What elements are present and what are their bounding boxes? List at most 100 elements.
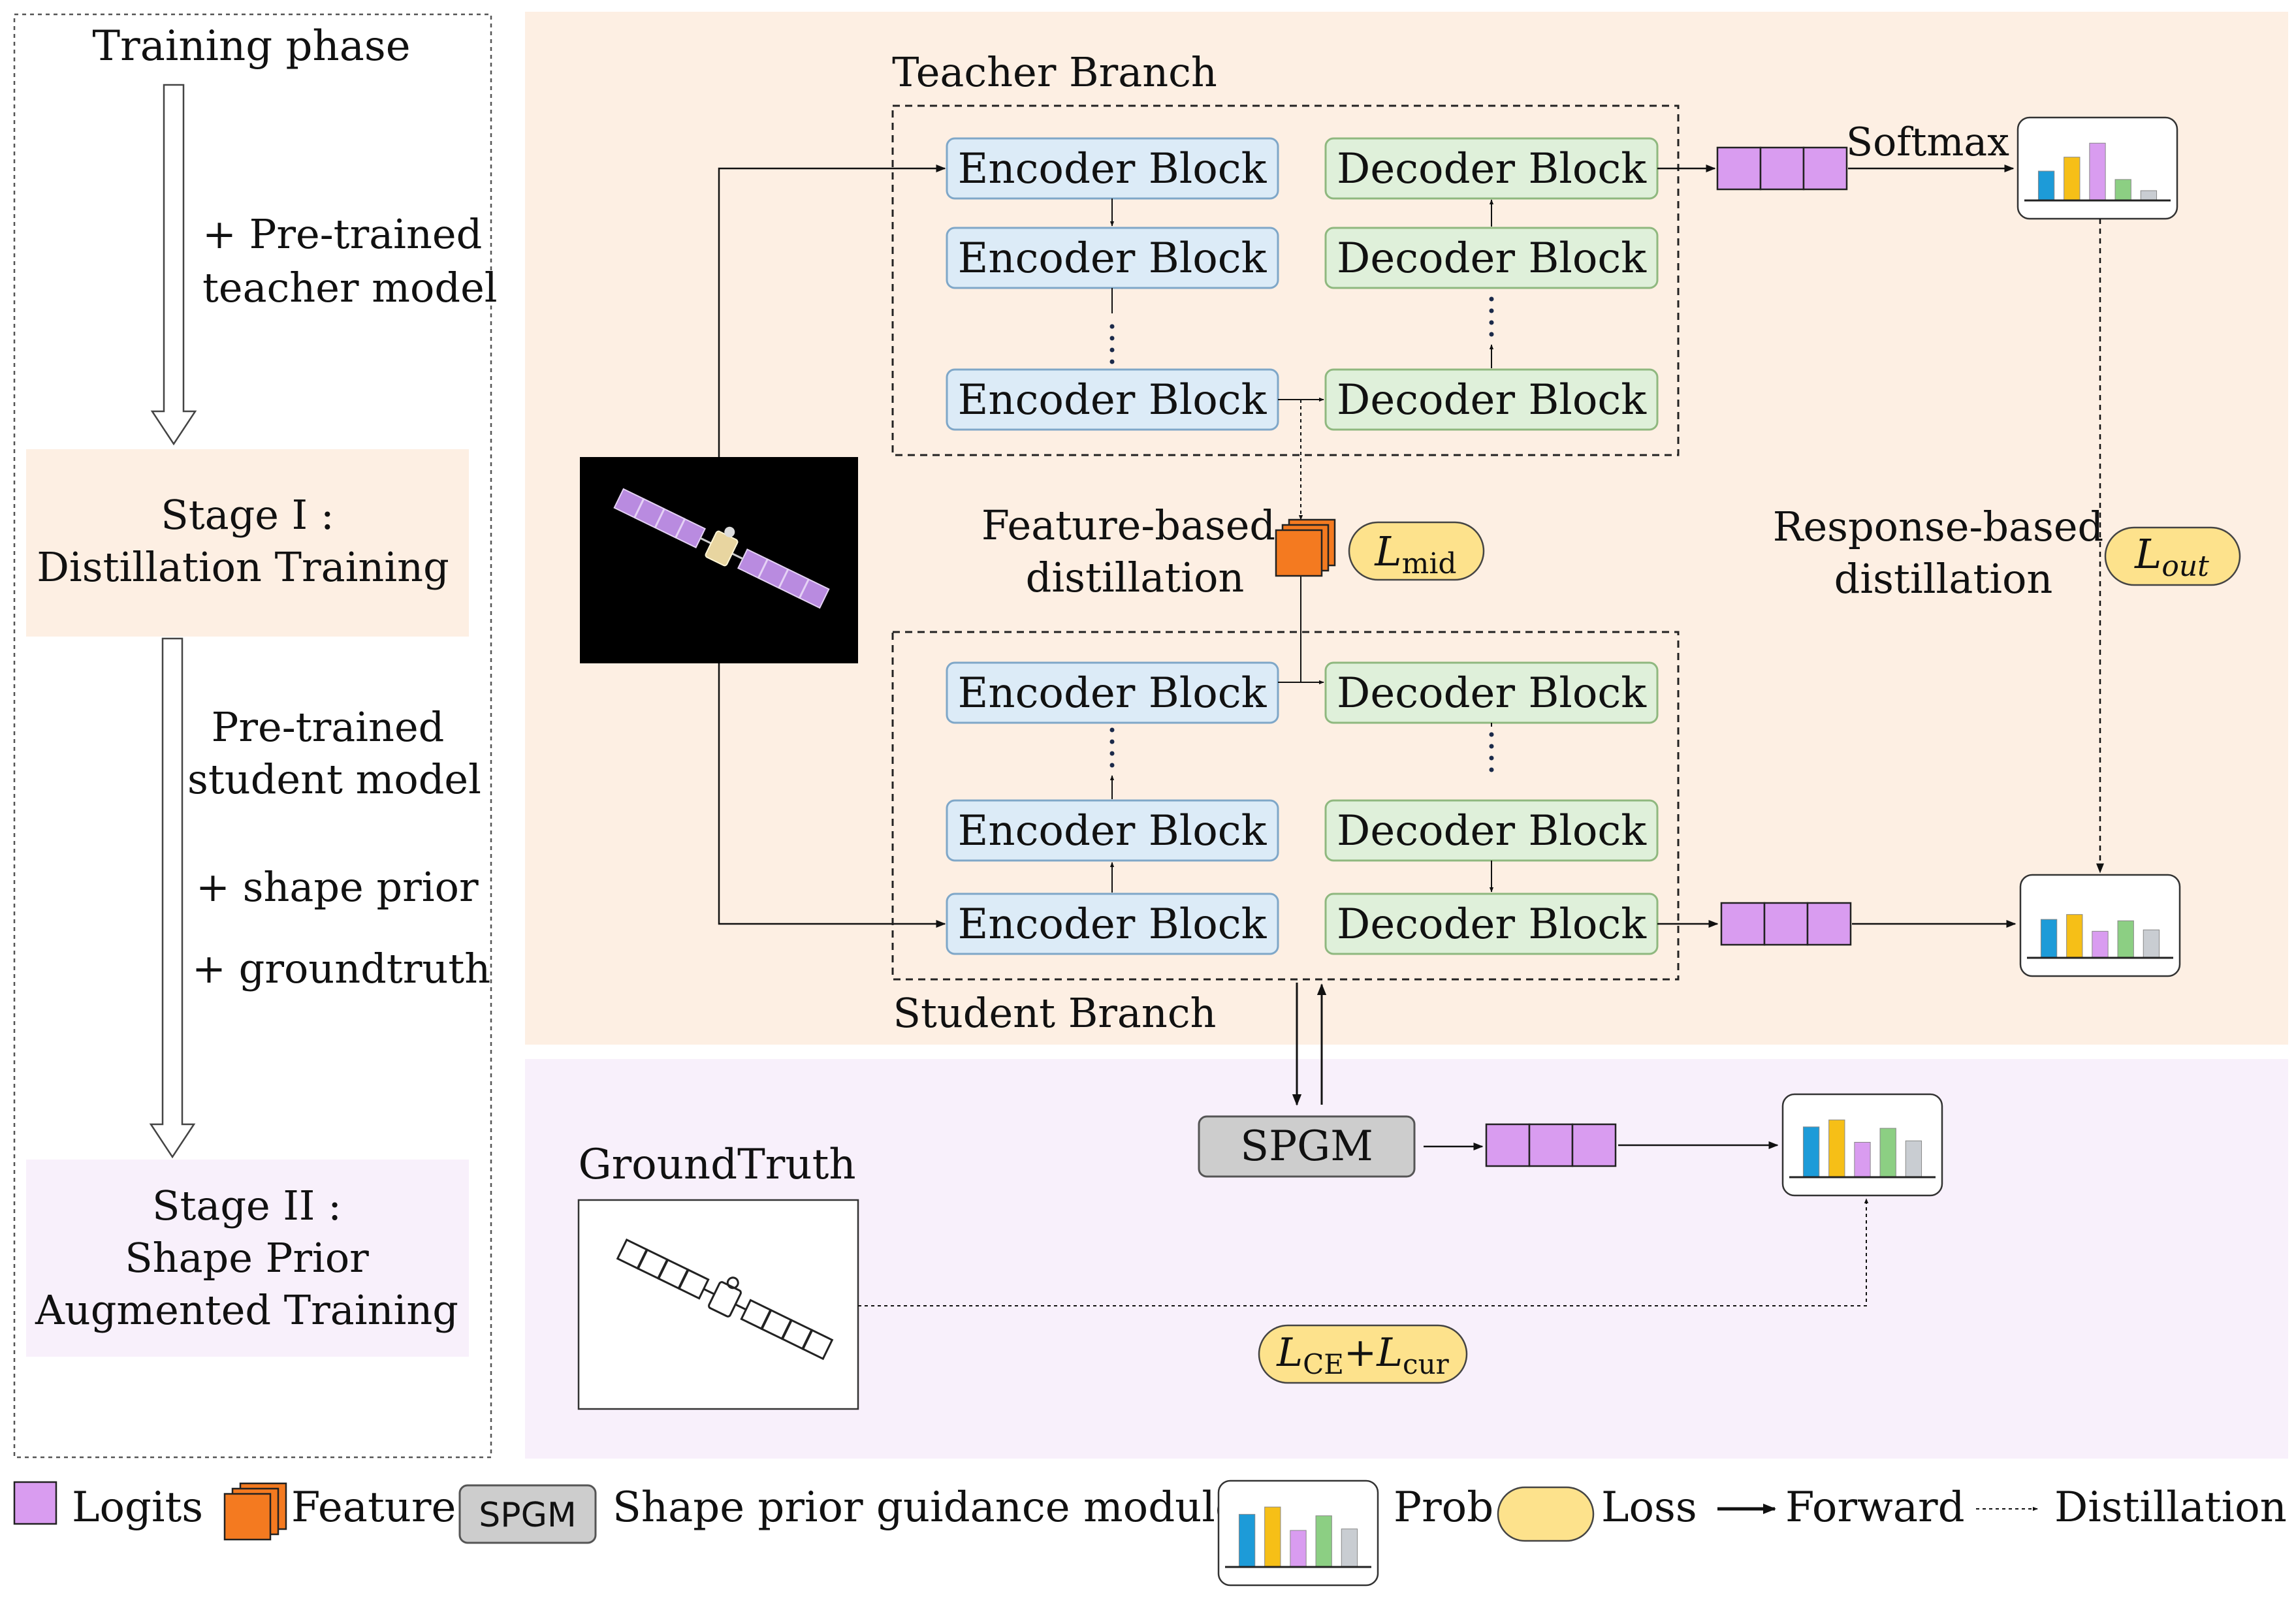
prob-bar (2066, 914, 2083, 958)
legend-spgm-box (458, 1484, 597, 1544)
arrow2-text-line4: + groundtruth (192, 945, 490, 992)
spgm-module: SPGM (1198, 1115, 1416, 1178)
arrow1-text-line1: + Pre-trained (202, 210, 482, 258)
legend-logits-label: Logits (72, 1483, 203, 1532)
legend-spgm-desc: Shape prior guidance module (613, 1483, 1240, 1532)
prob-bar (1879, 1128, 1896, 1178)
stage1-box (26, 449, 469, 637)
svg-text:Encoder Block: Encoder Block (958, 807, 1268, 855)
prob-bar (2040, 919, 2058, 958)
legend-prob-chart (1217, 1479, 1379, 1587)
stage1-line1: Stage I : (161, 491, 334, 539)
stage2-line3: Augmented Training (35, 1286, 458, 1334)
legend-spgm-box-label: SPGM (479, 1496, 577, 1535)
legend-forward-label: Forward (1785, 1483, 1965, 1532)
teacher-branch: Teacher Branch Encoder Block Encoder Blo… (891, 48, 2178, 456)
prob-bar (2089, 142, 2106, 201)
svg-text:LCE+Lcur: LCE+Lcur (1276, 1330, 1449, 1380)
spgm-logits (1485, 1123, 1617, 1167)
student-branch-frame (891, 631, 1680, 981)
teacher-decoder-block: Decoder Block (1324, 137, 1659, 200)
legend-loss-swatch (1497, 1486, 1595, 1542)
arrow1-text-line2: teacher model (202, 264, 498, 311)
prob-bar (2092, 930, 2109, 958)
groundtruth: GroundTruth LCE+Lcur (577, 1141, 1869, 1410)
svg-text:Encoder Block: Encoder Block (958, 669, 1268, 718)
svg-text:Lout: Lout (2134, 530, 2209, 583)
teacher-logits (1716, 146, 1848, 191)
svg-text:Encoder Block: Encoder Block (958, 900, 1268, 949)
feature-distillation: Feature-based distillation Lmid (981, 400, 1485, 682)
student-branch-title: Student Branch (893, 989, 1216, 1037)
training-phase-title: Training phase (92, 22, 410, 71)
arrow2-text-line3: + shape prior (196, 863, 479, 911)
loss-ce-cur-badge: LCE+Lcur (1258, 1324, 1468, 1384)
svg-text:SPGM: SPGM (1240, 1122, 1373, 1171)
loss-mid-badge: Lmid (1348, 521, 1485, 581)
teacher-encoder-block: Encoder Block (946, 368, 1279, 431)
svg-text:Encoder Block: Encoder Block (958, 376, 1268, 424)
hollow-arrow-2 (149, 637, 196, 1159)
svg-text:Encoder Block: Encoder Block (958, 145, 1268, 193)
prob-bar (1341, 1528, 1358, 1568)
response-distillation-line2: distillation (1834, 555, 2053, 603)
legend: Logits Feature SPGM Shape prior guidance… (13, 1479, 2287, 1587)
student-prob-chart (2019, 874, 2181, 977)
teacher-branch-title: Teacher Branch (892, 48, 1217, 96)
stage2-line1: Stage II : (152, 1182, 342, 1229)
teacher-encoder-block: Encoder Block (946, 137, 1279, 200)
prob-bar (1854, 1142, 1871, 1178)
prob-bar (1315, 1515, 1332, 1568)
spgm-prob-chart (1781, 1093, 1943, 1197)
svg-text:Encoder Block: Encoder Block (958, 234, 1268, 283)
prob-bar (1290, 1530, 1307, 1568)
student-decoder-block: Decoder Block (1324, 799, 1659, 862)
prob-bar (2037, 170, 2055, 201)
prob-bar (1238, 1513, 1256, 1568)
arrow2-text-line2: student model (187, 755, 481, 803)
legend-feature-label: Feature (291, 1483, 456, 1532)
student-encoder-block: Encoder Block (946, 661, 1279, 724)
feature-distillation-line1: Feature-based (981, 501, 1275, 549)
legend-loss-label: Loss (1601, 1483, 1697, 1532)
svg-text:Decoder Block: Decoder Block (1337, 900, 1647, 949)
student-encoder-block: Encoder Block (946, 799, 1279, 862)
response-distillation: Response-based distillation Lout (1773, 219, 2241, 874)
input-satellite-image (580, 457, 858, 663)
prob-bar (2064, 157, 2081, 201)
svg-text:Lmid: Lmid (1374, 528, 1456, 580)
left-panel: Training phase + Pre-trained teacher mod… (13, 13, 498, 1459)
prob-bar (2117, 920, 2134, 958)
feature-icon (1275, 518, 1336, 577)
groundtruth-image (577, 1199, 859, 1410)
loss-out-badge: Lout (2104, 526, 2241, 586)
legend-logits-swatch (13, 1481, 57, 1525)
student-decoder-block: Decoder Block (1324, 661, 1659, 724)
svg-text:Decoder Block: Decoder Block (1337, 234, 1647, 283)
svg-text:Decoder Block: Decoder Block (1337, 376, 1647, 424)
prob-bar (2143, 929, 2160, 958)
feature-distillation-line2: distillation (1026, 554, 1245, 601)
prob-bar (1905, 1140, 1922, 1178)
softmax-label: Softmax (1846, 119, 2009, 165)
student-decoder-block: Decoder Block (1324, 893, 1659, 955)
prob-chart-frame (2019, 874, 2181, 977)
hollow-arrow-1 (150, 84, 197, 446)
stage1-line2: Distillation Training (37, 543, 449, 591)
prob-bar (1264, 1506, 1281, 1568)
response-distillation-line1: Response-based (1773, 503, 2103, 550)
prob-bar (2140, 190, 2158, 201)
svg-text:Decoder Block: Decoder Block (1337, 669, 1647, 718)
prob-bar (1828, 1119, 1845, 1178)
arrow2-text-line1: Pre-trained (212, 703, 445, 751)
teacher-prob-chart (2017, 116, 2178, 220)
stage2-line2: Shape Prior (125, 1234, 369, 1282)
prob-bar (1802, 1126, 1820, 1178)
legend-feature-icon (223, 1482, 287, 1541)
svg-text:Decoder Block: Decoder Block (1337, 145, 1647, 193)
student-logits (1720, 902, 1852, 946)
student-encoder-block: Encoder Block (946, 893, 1279, 955)
teacher-decoder-block: Decoder Block (1324, 368, 1659, 431)
legend-distillation-label: Distillation (2054, 1483, 2287, 1532)
